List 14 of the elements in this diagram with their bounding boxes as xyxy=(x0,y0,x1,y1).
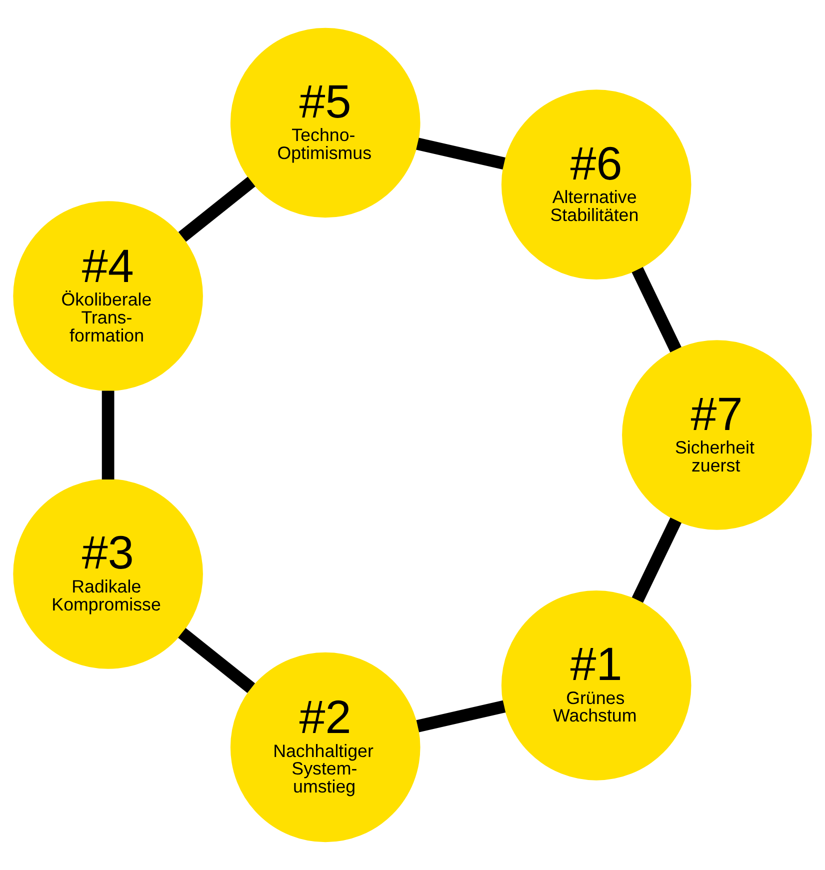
node-circle: #2 Nachhaltiger System- umstieg xyxy=(230,652,420,842)
connector xyxy=(632,517,682,603)
node-circle: #4 Ökoliberale Trans- formation xyxy=(13,201,203,391)
node-circle: #3 Radikale Kompromisse xyxy=(13,479,203,669)
connector xyxy=(416,700,506,732)
node-circle: #5 Techno- Optimismus xyxy=(230,28,420,218)
connector xyxy=(632,267,682,352)
connector xyxy=(178,176,256,242)
node-circle: #1 Grünes Wachstum xyxy=(501,590,692,780)
node-circle: #7 Sicherheit zuerst xyxy=(622,340,812,530)
node-circle: #6 Alternative Stabilitäten xyxy=(501,90,692,280)
connector xyxy=(178,628,256,693)
connector xyxy=(416,138,506,170)
connector xyxy=(102,390,114,480)
